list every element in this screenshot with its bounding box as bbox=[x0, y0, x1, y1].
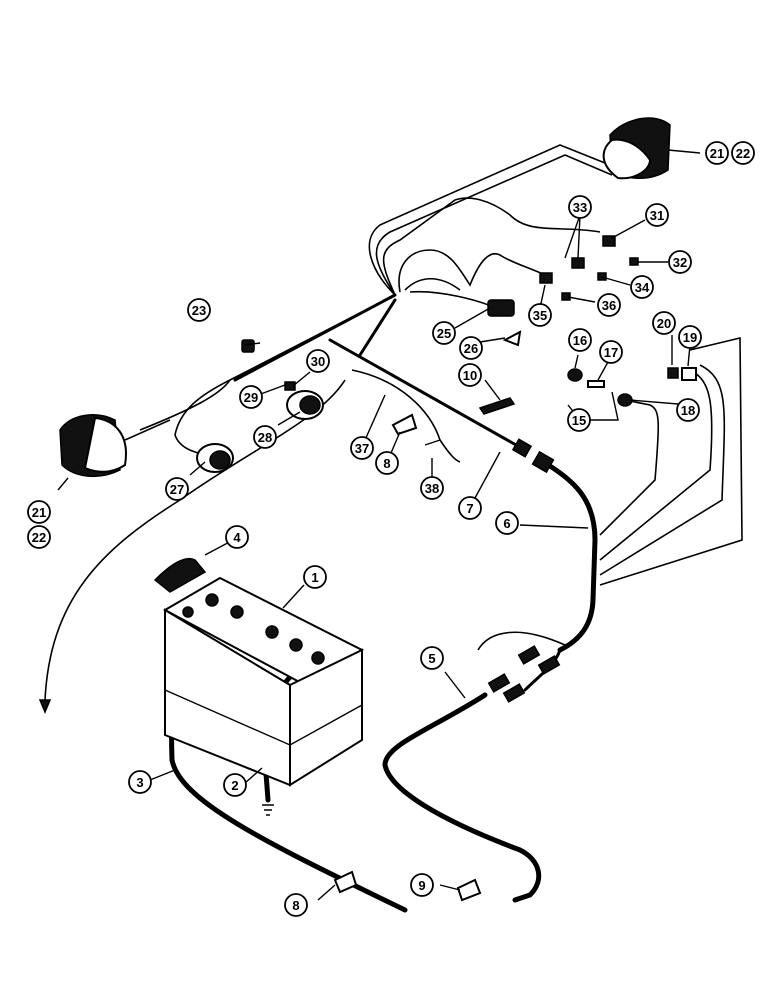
svg-text:22: 22 bbox=[736, 146, 750, 161]
svg-text:32: 32 bbox=[673, 255, 687, 270]
svg-text:17: 17 bbox=[604, 345, 618, 360]
right-headlight bbox=[602, 117, 671, 180]
callout-4: 4 bbox=[225, 525, 249, 549]
callout-35: 35 bbox=[528, 303, 552, 327]
callout-2: 2 bbox=[223, 773, 247, 797]
callout-9: 9 bbox=[410, 873, 434, 897]
callout-3: 3 bbox=[128, 770, 152, 794]
callout-29: 29 bbox=[239, 385, 263, 409]
svg-text:35: 35 bbox=[533, 308, 547, 323]
svg-text:34: 34 bbox=[635, 280, 650, 295]
battery bbox=[162, 576, 365, 787]
svg-text:15: 15 bbox=[572, 413, 586, 428]
callout-26: 26 bbox=[459, 336, 483, 360]
svg-text:20: 20 bbox=[657, 316, 671, 331]
callout-21-right: 21 bbox=[705, 141, 729, 165]
callout-19: 19 bbox=[678, 325, 702, 349]
svg-text:25: 25 bbox=[437, 326, 451, 341]
svg-text:3: 3 bbox=[136, 775, 143, 790]
callout-15: 15 bbox=[567, 408, 591, 432]
svg-text:22: 22 bbox=[32, 530, 46, 545]
svg-text:9: 9 bbox=[418, 878, 425, 893]
svg-text:16: 16 bbox=[573, 333, 587, 348]
svg-text:8: 8 bbox=[383, 456, 390, 471]
callout-36: 36 bbox=[597, 293, 621, 317]
callout-10: 10 bbox=[458, 363, 482, 387]
callout-17: 17 bbox=[599, 340, 623, 364]
terminal-cover bbox=[153, 558, 207, 593]
callout-8-upper: 8 bbox=[375, 451, 399, 475]
callout-22-left: 22 bbox=[27, 525, 51, 549]
callout-5: 5 bbox=[420, 646, 444, 670]
svg-text:1: 1 bbox=[311, 570, 318, 585]
svg-text:36: 36 bbox=[602, 298, 616, 313]
callout-22-right: 22 bbox=[731, 141, 755, 165]
callout-21-left: 21 bbox=[27, 500, 51, 524]
callout-16: 16 bbox=[568, 328, 592, 352]
svg-text:28: 28 bbox=[258, 430, 272, 445]
svg-text:33: 33 bbox=[573, 200, 587, 215]
svg-text:29: 29 bbox=[244, 390, 258, 405]
callout-28: 28 bbox=[253, 425, 277, 449]
svg-text:4: 4 bbox=[233, 530, 241, 545]
svg-text:6: 6 bbox=[503, 516, 510, 531]
svg-text:2: 2 bbox=[231, 778, 238, 793]
svg-text:18: 18 bbox=[681, 403, 695, 418]
svg-text:19: 19 bbox=[683, 330, 697, 345]
svg-text:26: 26 bbox=[464, 341, 478, 356]
svg-text:21: 21 bbox=[710, 146, 724, 161]
callout-30: 30 bbox=[306, 349, 330, 373]
svg-text:27: 27 bbox=[170, 482, 184, 497]
svg-text:21: 21 bbox=[32, 505, 46, 520]
callout-1: 1 bbox=[303, 565, 327, 589]
callout-20: 20 bbox=[652, 311, 676, 335]
svg-text:5: 5 bbox=[428, 651, 435, 666]
svg-text:38: 38 bbox=[425, 481, 439, 496]
callout-33: 33 bbox=[568, 195, 592, 219]
callout-31: 31 bbox=[645, 203, 669, 227]
svg-text:37: 37 bbox=[355, 441, 369, 456]
callout-6: 6 bbox=[495, 511, 519, 535]
left-headlight bbox=[59, 414, 171, 478]
svg-text:23: 23 bbox=[192, 303, 206, 318]
callout-23: 23 bbox=[187, 298, 211, 322]
callout-27: 27 bbox=[165, 477, 189, 501]
callout-8-lower: 8 bbox=[284, 893, 308, 917]
svg-text:8: 8 bbox=[292, 898, 299, 913]
callout-18: 18 bbox=[676, 398, 700, 422]
callout-7: 7 bbox=[458, 496, 482, 520]
callout-34: 34 bbox=[630, 275, 654, 299]
callout-37: 37 bbox=[350, 436, 374, 460]
svg-text:31: 31 bbox=[650, 208, 664, 223]
right-loops bbox=[599, 336, 743, 586]
callout-38: 38 bbox=[420, 476, 444, 500]
components bbox=[38, 235, 697, 902]
callout-25: 25 bbox=[432, 321, 456, 345]
leader-lines bbox=[57, 149, 701, 901]
upper-harness bbox=[139, 144, 613, 456]
svg-text:30: 30 bbox=[311, 354, 325, 369]
callout-32: 32 bbox=[668, 250, 692, 274]
svg-text:7: 7 bbox=[466, 501, 473, 516]
svg-text:10: 10 bbox=[463, 368, 477, 383]
